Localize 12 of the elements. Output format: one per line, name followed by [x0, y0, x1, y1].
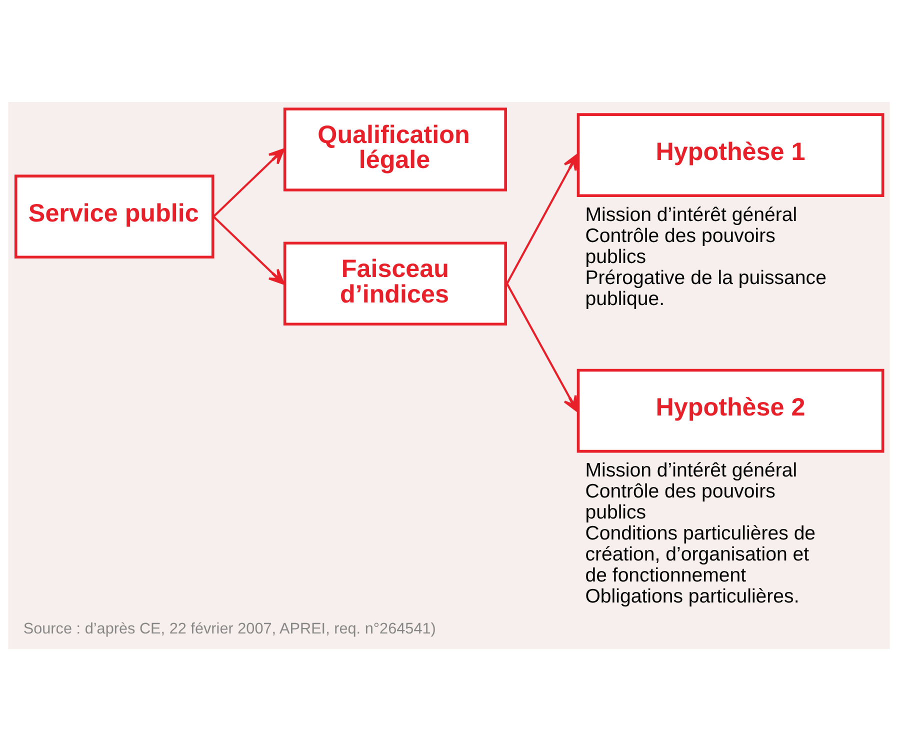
node-label: Contrôle des pouvoirs publics	[585, 480, 776, 524]
arrow	[506, 154, 578, 284]
node-label: Prérogative de la puissance publique.	[585, 266, 826, 310]
arrow	[212, 216, 284, 285]
node-label: Conditions particulières de création, d’organisation et de fonctionnement	[585, 522, 816, 587]
node-label: Mission d’intérêt général	[585, 460, 798, 482]
arrow	[506, 283, 578, 412]
caption: Source : d’après CE, 22 février 2007, APREI, req. n°264541)	[23, 620, 436, 638]
node-label: Contrôle des pouvoirs publics	[585, 225, 776, 268]
node-label: Obligations particulières.	[585, 585, 800, 608]
node-label: Mission d’intérêt général	[585, 204, 798, 226]
arrow	[212, 148, 284, 218]
